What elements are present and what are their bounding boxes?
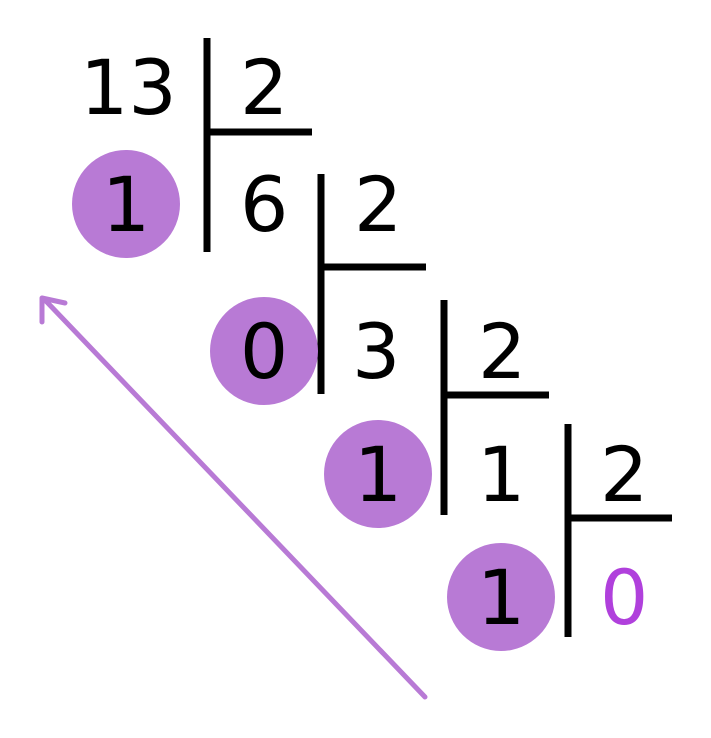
dividend: 1 <box>477 430 526 519</box>
arrow-head-icon <box>39 295 68 325</box>
read-direction-arrow <box>41 296 428 700</box>
dividend: 13 <box>80 43 177 132</box>
divisor: 2 <box>478 307 527 396</box>
remainder: 1 <box>476 553 526 642</box>
remainder: 1 <box>353 430 403 519</box>
divisor: 2 <box>240 43 289 132</box>
dividend: 6 <box>240 160 289 249</box>
divisor: 2 <box>354 160 403 249</box>
dividend: 3 <box>352 307 401 396</box>
remainder-circle <box>447 543 555 651</box>
remainder: 1 <box>101 160 151 249</box>
remainder-circle <box>324 420 432 528</box>
final-quotient: 0 <box>600 553 649 642</box>
remainder: 0 <box>239 307 289 396</box>
remainder-circle <box>72 150 180 258</box>
remainder-circle <box>210 297 318 405</box>
divisor: 2 <box>600 430 649 519</box>
